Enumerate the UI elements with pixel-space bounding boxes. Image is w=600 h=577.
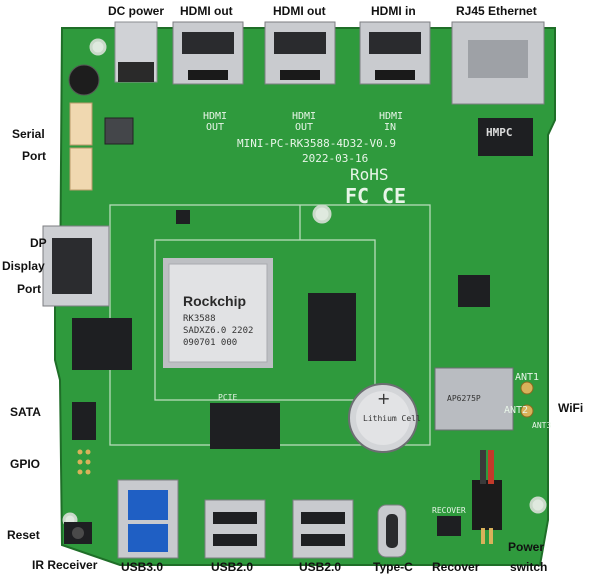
silk-hdmi-3-in: IN — [384, 122, 397, 133]
inductor — [104, 117, 134, 145]
label-serial: Serial — [12, 127, 45, 141]
silk-ant1: ANT1 — [515, 372, 540, 383]
label-recover: Recover — [432, 560, 480, 574]
silk-hdmi-3: HDMI — [379, 111, 404, 122]
soc-code: SADXZ6.0 2202 — [183, 326, 254, 336]
silk-ce: CE — [382, 184, 407, 208]
label-dc-power: DC power — [108, 4, 165, 18]
silk-rohs: RoHS — [350, 165, 389, 184]
silk-ant2: ANT2 — [504, 405, 529, 416]
silk-hdmi-2-out: OUT — [295, 122, 314, 133]
label-dp-display: Display — [2, 259, 45, 273]
label-usb20-1: USB2.0 — [211, 560, 254, 574]
label-ir-receiver: IR Receiver — [32, 558, 98, 572]
usb20-port-2 — [292, 499, 354, 559]
label-power-switch: switch — [510, 560, 548, 574]
wifi-module-label: AP6275P — [447, 394, 481, 403]
coin-battery: + — [348, 383, 418, 453]
serial-connector — [69, 147, 93, 191]
label-usb30: USB3.0 — [121, 560, 164, 574]
soc-brand: Rockchip — [183, 293, 247, 309]
antenna-connector — [520, 381, 534, 395]
power-switch — [472, 450, 502, 544]
recover-button — [437, 516, 461, 536]
hdmi-out-port-1 — [172, 21, 244, 85]
wifi-module — [434, 367, 514, 431]
label-gpio: GPIO — [10, 457, 41, 471]
label-serial-port: Port — [22, 149, 46, 163]
battery-label: Lithium Cell — [363, 414, 421, 423]
antenna-connector — [520, 404, 534, 418]
mount-hole — [529, 496, 547, 514]
magnetics-label: HMPC — [486, 126, 513, 139]
silk-board-name: MINI-PC-RK3588-4D32-V0.9 — [237, 137, 396, 150]
silk-fc: FC — [345, 184, 370, 208]
label-hdmi-in: HDMI in — [371, 4, 416, 18]
silk-pcie: PCIE — [218, 393, 238, 402]
soc-chip — [163, 258, 273, 368]
label-sata: SATA — [10, 405, 41, 419]
magnetics-chip — [478, 118, 533, 156]
usb20-port-1 — [204, 499, 266, 559]
dp-display-port — [42, 225, 110, 307]
svg-text:+: + — [377, 389, 390, 408]
label-hdmi-out-1: HDMI out — [180, 4, 233, 18]
label-power: Power — [508, 540, 545, 554]
ic-chip — [176, 210, 190, 224]
gpio-header — [77, 449, 91, 475]
label-rj45: RJ45 Ethernet — [456, 4, 537, 18]
silk-hdmi-1: HDMI — [203, 111, 228, 122]
silk-ant3: ANT3 — [532, 421, 552, 430]
silk-recover: RECOVER — [432, 506, 466, 515]
serial-connector — [69, 102, 93, 146]
label-usb20-2: USB2.0 — [299, 560, 342, 574]
label-dp-port: Port — [17, 282, 41, 296]
label-reset: Reset — [7, 528, 40, 542]
label-type-c: Type-C — [373, 560, 413, 574]
silk-hdmi-2: HDMI — [292, 111, 317, 122]
reset-button — [64, 522, 92, 544]
type-c-port — [377, 504, 407, 558]
soc-model: RK3588 — [183, 314, 216, 324]
ram-chip — [308, 293, 356, 361]
silk-date: 2022-03-16 — [302, 152, 369, 165]
label-hdmi-out-2: HDMI out — [273, 4, 326, 18]
sata-connector — [72, 402, 96, 440]
ic-chip — [458, 275, 490, 307]
label-dp: DP — [30, 236, 47, 250]
label-wifi: WiFi — [558, 401, 584, 415]
silk-hdmi-1-out: OUT — [206, 122, 225, 133]
capacitor — [68, 64, 100, 96]
ram-chip — [210, 403, 280, 449]
soc-batch: 090701 000 — [183, 338, 238, 348]
usb30-port — [117, 479, 179, 559]
pmic-chip — [72, 318, 132, 370]
mount-hole — [312, 204, 332, 224]
rj45-ethernet-port — [451, 21, 545, 105]
hdmi-out-port-2 — [264, 21, 336, 85]
mount-hole — [89, 38, 107, 56]
hdmi-in-port — [359, 21, 431, 85]
